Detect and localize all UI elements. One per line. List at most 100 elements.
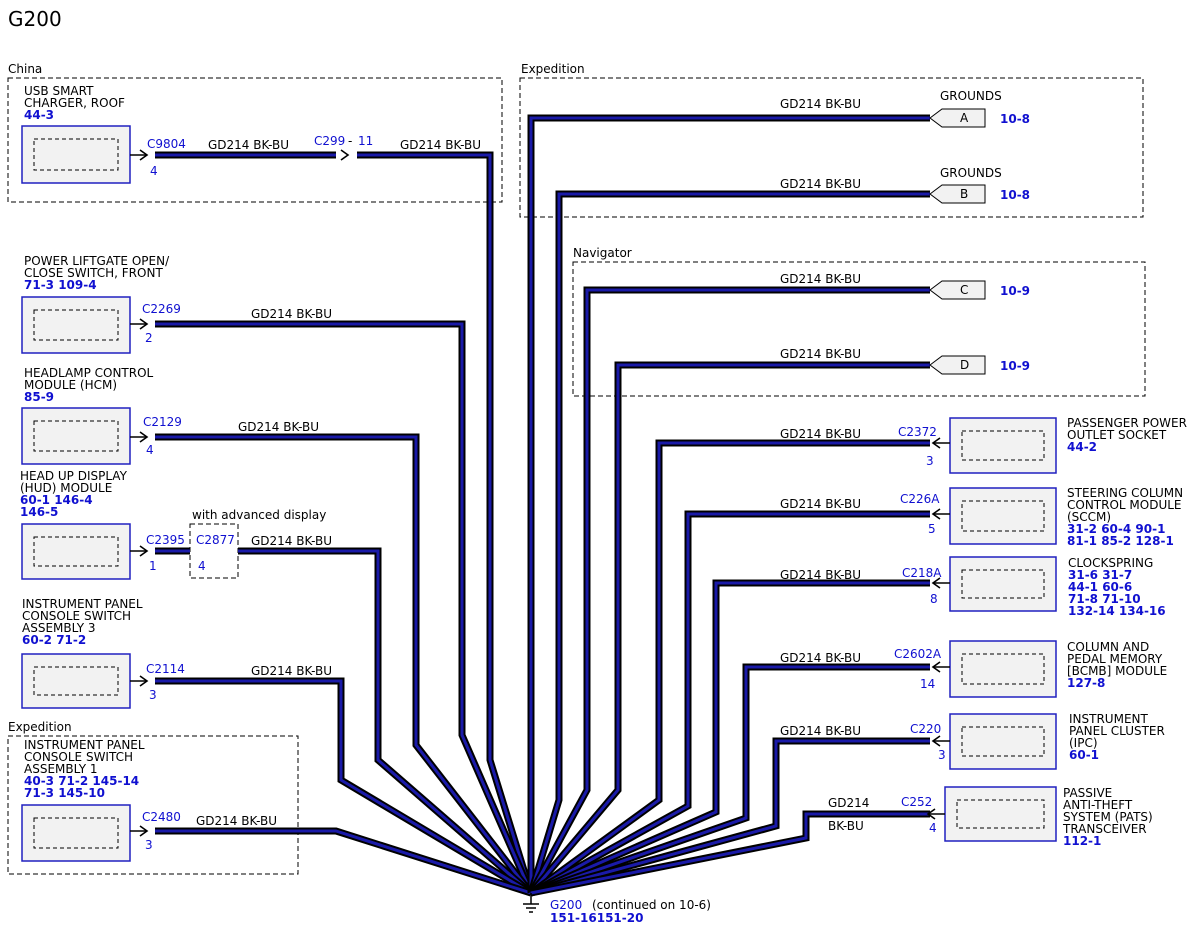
- component-name-line: CONTROL MODULE: [1067, 498, 1182, 512]
- ground-tag-letter: B: [960, 187, 968, 201]
- component-name-line: (SCCM): [1067, 510, 1111, 524]
- ground-point-refs: 151-16151-20: [550, 911, 643, 925]
- connector-name: C2114: [146, 662, 185, 676]
- region-expedition-left: Expedition: [7, 720, 299, 875]
- wire-bundle: GD214 BK-BU GD214 BK-BU GD214 BK-BU GD214 B…: [155, 97, 930, 897]
- component-ref: 44-2: [1067, 440, 1097, 454]
- component-ref: 132-14 134-16: [1068, 604, 1166, 618]
- wire-label: GD214 BK-BU: [780, 97, 861, 111]
- ground-tag-ref: 10-8: [1000, 188, 1030, 202]
- inline-connector-dash: -: [348, 134, 352, 148]
- component-name-line: MODULE (HCM): [24, 378, 117, 392]
- component-name-line: POWER LIFTGATE OPEN/: [24, 254, 170, 268]
- component-name-line: (HUD) MODULE: [20, 481, 112, 495]
- connector-name: C9804: [147, 137, 186, 151]
- ground-tag-ref: 10-8: [1000, 112, 1030, 126]
- ground-tag-shape: [929, 108, 986, 128]
- connector-name: C218A: [902, 566, 942, 580]
- connector-arrow-icon: [139, 675, 149, 687]
- component-name-line: CLOCKSPRING: [1068, 556, 1153, 570]
- component-ref: 81-1 85-2 128-1: [1067, 534, 1174, 548]
- connector-name: C2602A: [894, 647, 942, 661]
- inline-connector-name: C299: [314, 134, 345, 148]
- connector-name: C226A: [900, 492, 940, 506]
- component-name-line: INSTRUMENT: [1069, 712, 1148, 726]
- component-name-line: PANEL CLUSTER: [1069, 724, 1165, 738]
- connector-arrow-icon: [139, 825, 149, 837]
- component-ref: 127-8: [1067, 676, 1105, 690]
- component-name-line: [BCMB] MODULE: [1067, 664, 1167, 678]
- region-china: China: [7, 62, 503, 203]
- connector-arrow-icon: [931, 508, 941, 520]
- component-ref: 44-3: [24, 108, 54, 122]
- inline-connector-pin: 11: [358, 134, 373, 148]
- wire-label: GD214 BK-BU: [780, 568, 861, 582]
- inline-connector-c299: C299 - 11: [314, 134, 373, 161]
- connector-arrow-icon: [931, 735, 941, 747]
- component-inner-outline: [33, 817, 119, 849]
- wire-segment-core: [530, 812, 930, 895]
- component-box: [944, 786, 1057, 842]
- connector-arrow-icon: [931, 437, 941, 449]
- wire-segment-core: [155, 679, 532, 895]
- component-box: [21, 296, 131, 354]
- component-name-line: INSTRUMENT PANEL: [22, 597, 143, 611]
- wire-label: GD214 BK-BU: [780, 497, 861, 511]
- component-name-line: INSTRUMENT PANEL: [24, 738, 145, 752]
- component-name-line: ANTI-THEFT: [1063, 798, 1133, 812]
- inline-connector-c2877: C2877 4: [196, 533, 235, 573]
- component-name-line: CHARGER, ROOF: [24, 96, 125, 110]
- component-inner-outline: [33, 138, 119, 171]
- component-name-line: OUTLET SOCKET: [1067, 428, 1167, 442]
- connector-pin: 3: [938, 748, 946, 762]
- component-ref: 71-3 145-10: [24, 786, 105, 800]
- component-ref: 40-3 71-2 145-14: [24, 774, 139, 788]
- component-ref: 60-2 71-2: [22, 633, 86, 647]
- wire-segment-core: [529, 192, 930, 894]
- component-box: [21, 653, 131, 709]
- wire-label: GD214 BK-BU: [780, 651, 861, 665]
- connector-name: C2372: [898, 425, 937, 439]
- connector-name: C2129: [143, 415, 182, 429]
- region-label-expedition-left: Expedition: [8, 720, 72, 734]
- component-box: [949, 713, 1057, 770]
- wire-label-name: GD214: [828, 796, 869, 810]
- component-ref: 146-5: [20, 505, 58, 519]
- wire-segment-core: [529, 363, 930, 894]
- component-box: [21, 125, 131, 184]
- wire-segment: [527, 114, 930, 893]
- component-box: [949, 487, 1057, 545]
- component-name-line: CONSOLE SWITCH: [24, 750, 133, 764]
- wire-segment-core: [155, 829, 532, 895]
- wire-label: GD214 BK-BU: [780, 347, 861, 361]
- ground-tag-shape: [929, 280, 986, 300]
- connector-name: C2395: [146, 533, 185, 547]
- wire-label: GD214 BK-BU: [780, 427, 861, 441]
- component-name-line: USB SMART: [24, 84, 94, 98]
- component-box: [21, 804, 131, 862]
- ground-tag-label: GROUNDS: [940, 89, 1002, 103]
- connector-name: C252: [901, 795, 932, 809]
- component-inner-outline: [33, 420, 119, 452]
- component-inner-outline: [956, 799, 1045, 829]
- component-ref: 31-2 60-4 90-1: [1067, 522, 1165, 536]
- connector-pin: 3: [145, 838, 153, 852]
- component-name-line: CLOSE SWITCH, FRONT: [24, 266, 163, 280]
- ground-tag-letter: C: [960, 283, 968, 297]
- hud-inline-connector-pin: 4: [198, 559, 206, 573]
- wire-label: GD214 BK-BU: [208, 138, 289, 152]
- connector-pin: 1: [149, 559, 157, 573]
- wire-segment: [527, 286, 930, 895]
- component-ref: 60-1: [1069, 748, 1099, 762]
- component-name-line: SYSTEM (PATS): [1063, 810, 1153, 824]
- connector-arrow-icon: [931, 661, 941, 673]
- wire-segment-core: [529, 116, 930, 893]
